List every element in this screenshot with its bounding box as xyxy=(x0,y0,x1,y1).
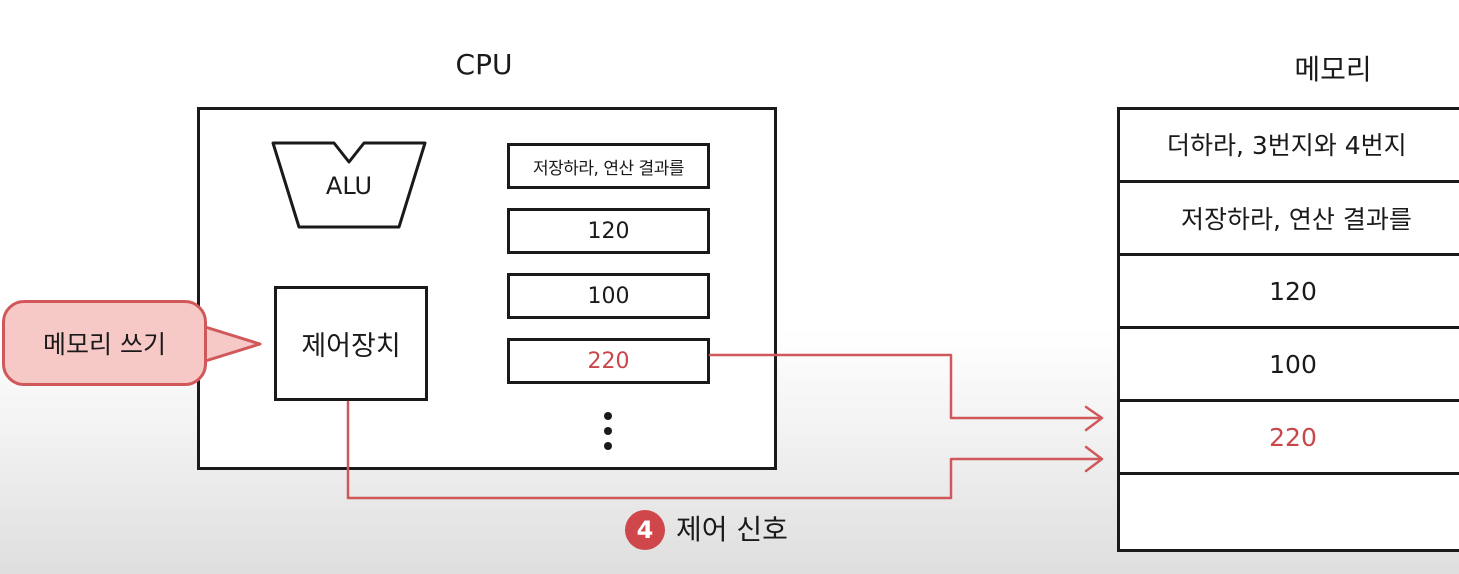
memory-write-callout: 메모리 쓰기 xyxy=(2,300,207,386)
memory-cell-2: 저장하라, 연산 결과를 xyxy=(1117,180,1459,253)
step-number-badge: 4 xyxy=(625,510,665,550)
control-signal-arrowhead xyxy=(1084,445,1104,473)
step-label: 제어 신호 xyxy=(676,513,788,546)
callout-text: 메모리 쓰기 xyxy=(43,330,166,359)
memory-title: 메모리 xyxy=(1294,53,1372,86)
memory-cell-6 xyxy=(1117,472,1459,545)
alu-label: ALU xyxy=(325,172,373,200)
register-4: 220 xyxy=(507,338,710,384)
callout-tail xyxy=(200,324,262,364)
memory-cell-5: 220 xyxy=(1117,399,1459,472)
data-arrow xyxy=(708,353,1102,420)
control-signal-arrow xyxy=(346,400,1102,500)
register-1: 저장하라, 연산 결과를 xyxy=(507,143,710,189)
control-unit-label: 제어장치 xyxy=(301,331,401,362)
cpu-title: CPU xyxy=(455,48,513,81)
alu-shape xyxy=(271,141,427,229)
control-unit: 제어장치 xyxy=(274,286,428,401)
register-2: 120 xyxy=(507,208,710,254)
register-3: 100 xyxy=(507,273,710,319)
more-registers-indicator xyxy=(602,412,614,452)
memory-cell-4: 100 xyxy=(1117,326,1459,399)
memory-cell-1: 더하라, 3번지와 4번지 xyxy=(1167,130,1407,160)
memory-cell-3: 120 xyxy=(1117,253,1459,326)
data-arrowhead xyxy=(1084,405,1104,432)
